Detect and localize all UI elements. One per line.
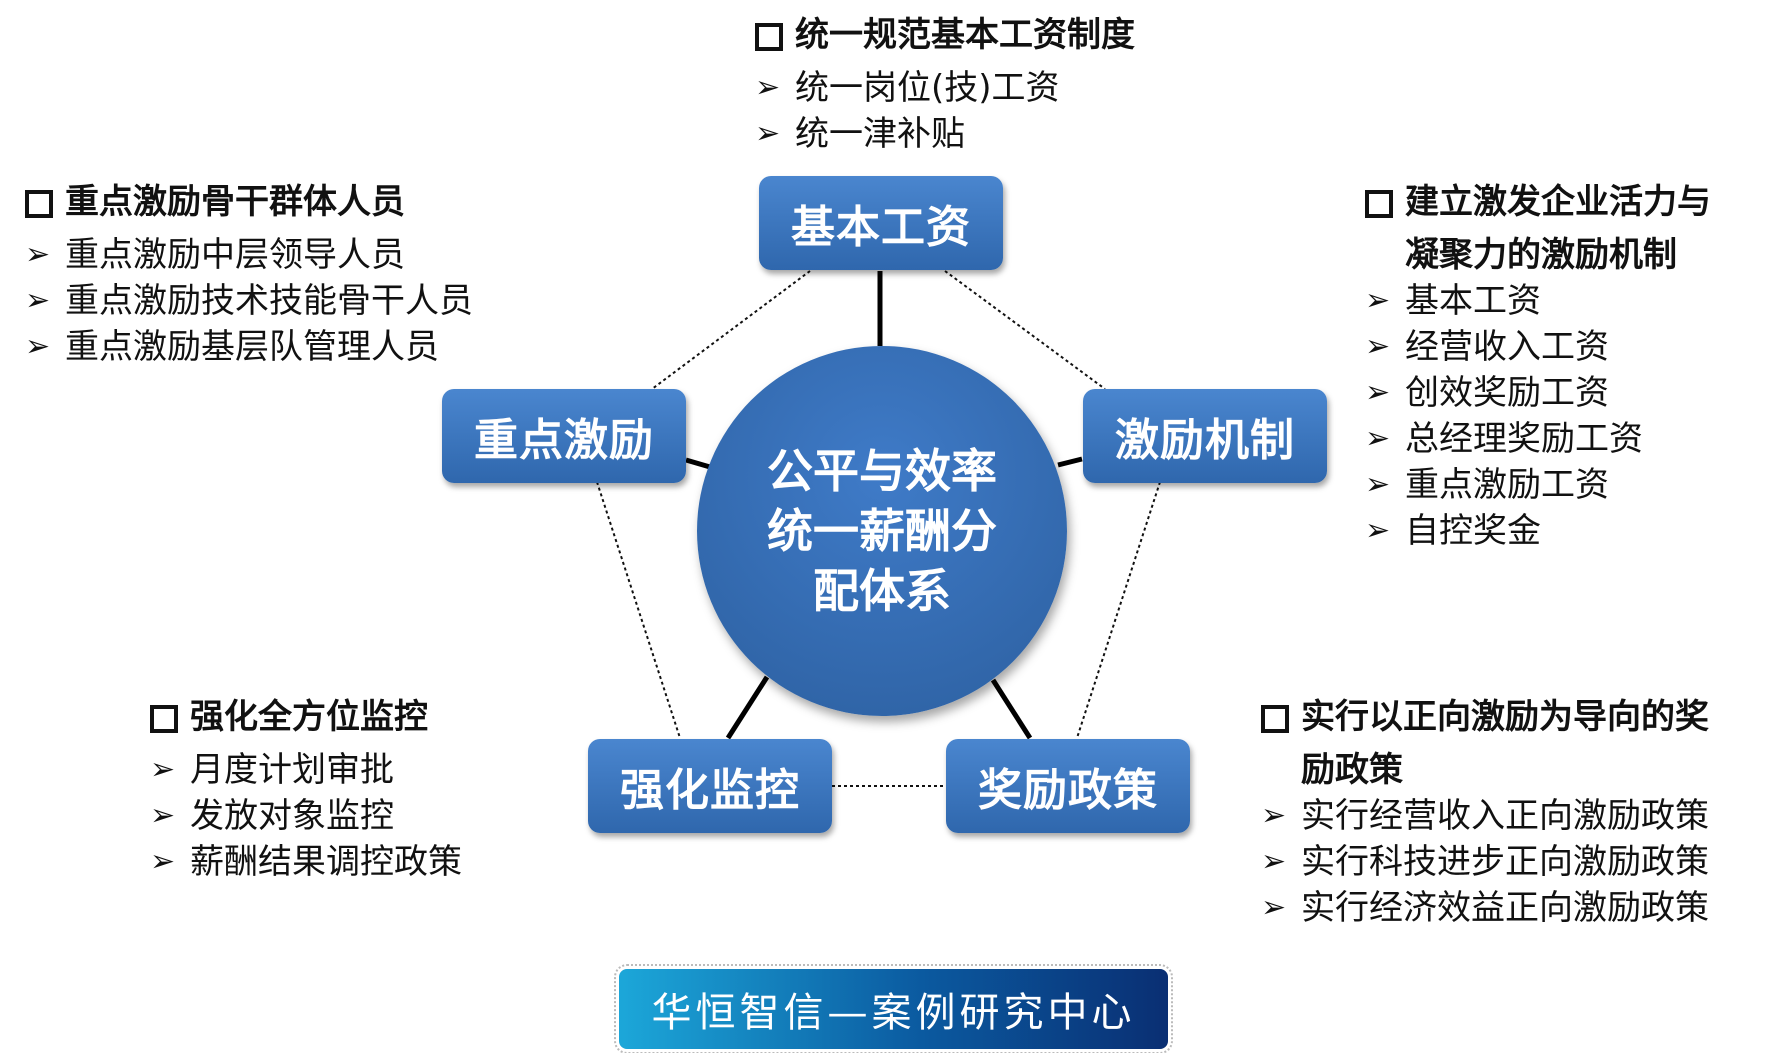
footer-banner: 华恒智信—案例研究中心 xyxy=(614,964,1173,1053)
block-heading: 强化全方位监控 xyxy=(150,694,462,747)
square-bullet-icon xyxy=(1365,190,1393,218)
center-line: 公平与效率 xyxy=(767,444,997,498)
list-item: ➢统一岗位(技)工资 xyxy=(755,65,1135,111)
arrow-bullet-icon: ➢ xyxy=(755,116,781,151)
arrow-bullet-icon: ➢ xyxy=(1261,844,1287,879)
node-basic-salary: 基本工资 xyxy=(759,176,1003,270)
block-heading: 实行以正向激励为导向的奖 xyxy=(1261,694,1709,747)
node-key-incentive: 重点激励 xyxy=(442,389,686,483)
list-item: ➢自控奖金 xyxy=(1365,508,1711,554)
list-item: ➢实行科技进步正向激励政策 xyxy=(1261,839,1709,885)
block-right: 建立激发企业活力与 凝聚力的激励机制 ➢基本工资 ➢经营收入工资 ➢创效奖励工资… xyxy=(1365,179,1711,554)
block-heading: 建立激发企业活力与 xyxy=(1365,179,1711,232)
arrow-bullet-icon: ➢ xyxy=(1261,798,1287,833)
solid-link xyxy=(990,678,1033,740)
arrow-bullet-icon: ➢ xyxy=(1365,283,1391,318)
arrow-bullet-icon: ➢ xyxy=(25,283,51,318)
block-heading-cont: 励政策 xyxy=(1301,750,1403,790)
solid-link xyxy=(725,675,770,740)
arrow-bullet-icon: ➢ xyxy=(755,70,781,105)
block-bottom-left: 强化全方位监控 ➢月度计划审批 ➢发放对象监控 ➢薪酬结果调控政策 xyxy=(150,694,462,885)
arrow-bullet-icon: ➢ xyxy=(150,798,176,833)
center-hub: 公平与效率 统一薪酬分 配体系 xyxy=(697,346,1067,716)
arrow-bullet-icon: ➢ xyxy=(1261,890,1287,925)
arrow-bullet-icon: ➢ xyxy=(1365,421,1391,456)
center-line: 统一薪酬分 xyxy=(767,504,997,558)
arrow-bullet-icon: ➢ xyxy=(1365,375,1391,410)
block-heading-cont: 凝聚力的激励机制 xyxy=(1405,235,1677,275)
center-line: 配体系 xyxy=(813,564,951,618)
square-bullet-icon xyxy=(25,190,53,218)
list-item: ➢重点激励基层队管理人员 xyxy=(25,324,473,370)
list-item: ➢发放对象监控 xyxy=(150,793,462,839)
node-strengthen-monitoring: 强化监控 xyxy=(588,739,832,833)
dotted-link xyxy=(1076,481,1161,739)
block-top: 统一规范基本工资制度 ➢统一岗位(技)工资 ➢统一津补贴 xyxy=(755,12,1135,157)
list-item: ➢创效奖励工资 xyxy=(1365,370,1711,416)
list-item: ➢统一津补贴 xyxy=(755,111,1135,157)
list-item: ➢薪酬结果调控政策 xyxy=(150,839,462,885)
dotted-link xyxy=(596,481,681,739)
dotted-link xyxy=(651,270,811,390)
arrow-bullet-icon: ➢ xyxy=(25,329,51,364)
arrow-bullet-icon: ➢ xyxy=(1365,467,1391,502)
list-item: ➢实行经济效益正向激励政策 xyxy=(1261,885,1709,931)
square-bullet-icon xyxy=(755,23,783,51)
list-item: ➢重点激励工资 xyxy=(1365,462,1711,508)
list-item: ➢重点激励中层领导人员 xyxy=(25,232,473,278)
block-left: 重点激励骨干群体人员 ➢重点激励中层领导人员 ➢重点激励技术技能骨干人员 ➢重点… xyxy=(25,179,473,370)
list-item: ➢实行经营收入正向激励政策 xyxy=(1261,793,1709,839)
list-item: ➢经营收入工资 xyxy=(1365,324,1711,370)
arrow-bullet-icon: ➢ xyxy=(1365,513,1391,548)
arrow-bullet-icon: ➢ xyxy=(150,844,176,879)
arrow-bullet-icon: ➢ xyxy=(150,752,176,787)
square-bullet-icon xyxy=(150,705,178,733)
node-incentive-mechanism: 激励机制 xyxy=(1083,389,1327,483)
block-heading: 统一规范基本工资制度 xyxy=(755,12,1135,65)
list-item: ➢重点激励技术技能骨干人员 xyxy=(25,278,473,324)
solid-link xyxy=(1057,456,1083,468)
square-bullet-icon xyxy=(1261,705,1289,733)
solid-link xyxy=(685,457,711,470)
list-item: ➢月度计划审批 xyxy=(150,747,462,793)
list-item: ➢基本工资 xyxy=(1365,278,1711,324)
node-reward-policy: 奖励政策 xyxy=(946,739,1190,833)
list-item: ➢总经理奖励工资 xyxy=(1365,416,1711,462)
arrow-bullet-icon: ➢ xyxy=(25,237,51,272)
block-bottom-right: 实行以正向激励为导向的奖 励政策 ➢实行经营收入正向激励政策 ➢实行科技进步正向… xyxy=(1261,694,1709,931)
block-heading: 重点激励骨干群体人员 xyxy=(25,179,473,232)
arrow-bullet-icon: ➢ xyxy=(1365,329,1391,364)
